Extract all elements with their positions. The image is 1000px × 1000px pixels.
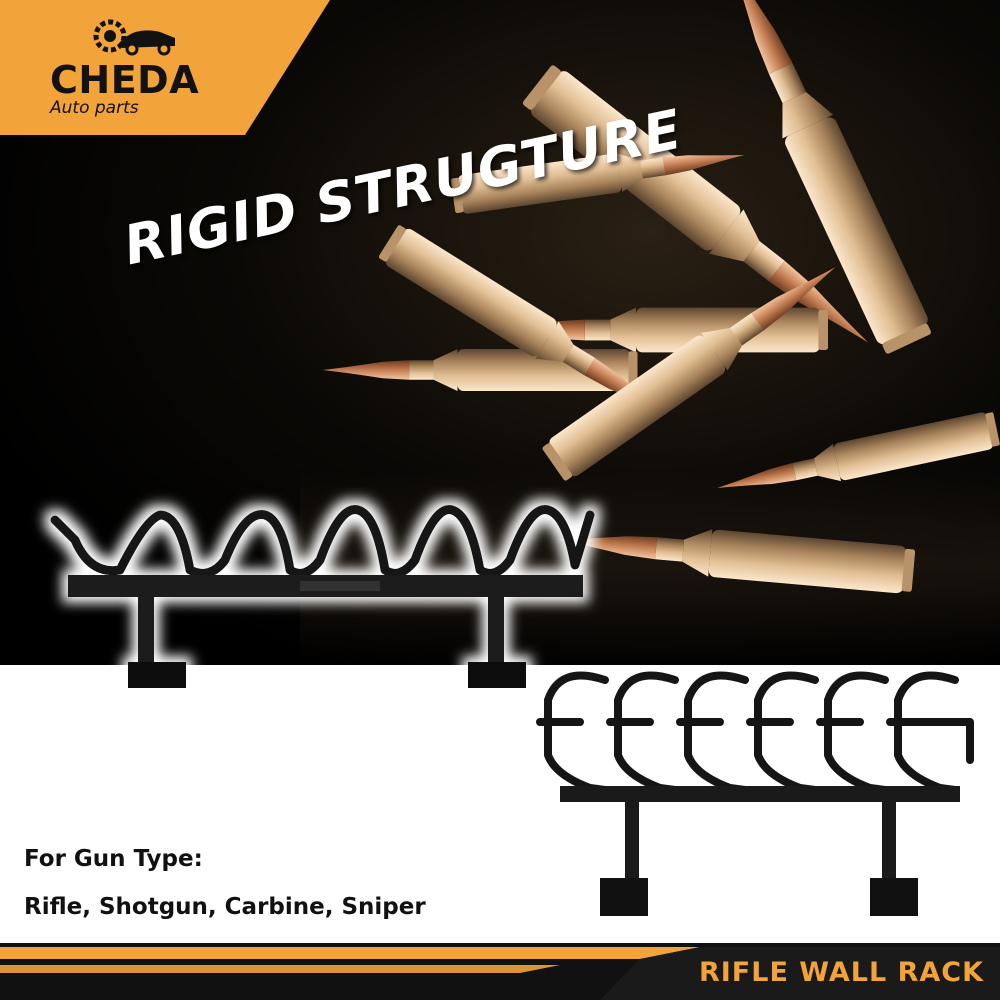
gun-type-list: Rifle, Shotgun, Carbine, Sniper [24,894,426,920]
gear-car-icon [93,19,175,56]
wave-rack [50,505,595,688]
logo-panel [0,0,330,135]
bottom-band [0,943,1000,1000]
product-name: RIFLE WALL RACK [698,957,984,988]
brand-name: CHEDA [50,58,200,102]
brand-tagline: Auto parts [50,98,139,118]
hook-rack-base [560,786,960,916]
gun-type-title: For Gun Type: [24,846,203,872]
hook-rack [536,671,974,794]
